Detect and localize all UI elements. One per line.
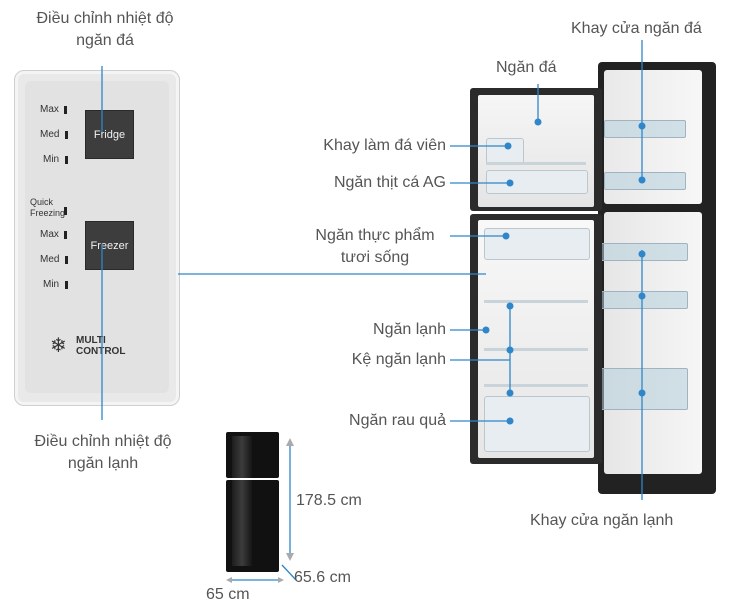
mini-fridge-reflection xyxy=(232,436,252,566)
freezer-button[interactable]: Freezer xyxy=(85,221,134,270)
panel-med-fridge-label: Med xyxy=(40,129,60,140)
indicator-quick-freezing xyxy=(64,207,67,215)
panel-control-label: CONTROL xyxy=(76,346,126,357)
fridge-shelf-3 xyxy=(484,384,588,387)
label-ag-meat-fish: Ngăn thịt cá AG xyxy=(333,174,446,191)
label-cooling-compartment: Ngăn lạnh xyxy=(373,321,446,338)
fridge-shelf-1 xyxy=(484,300,588,303)
panel-min-freezer-label: Min xyxy=(43,279,60,290)
ag-meat-fish-drawer xyxy=(486,170,588,194)
panel-multi-label: MULTI xyxy=(76,335,106,346)
fresh-food-drawer xyxy=(484,228,590,260)
callout-dots xyxy=(482,118,646,425)
label-freezer-control: Điều chỉnh nhiệt độ ngăn đá xyxy=(36,10,174,49)
dim-height-label: 178.5 cm xyxy=(296,492,362,509)
dim-depth-line xyxy=(281,564,297,581)
indicator-min-fridge xyxy=(65,156,68,164)
freezer-shelf xyxy=(486,162,586,165)
snowflake-icon: ❄ xyxy=(50,335,67,357)
freezer-door-bin-upper xyxy=(604,120,686,138)
indicator-min-freezer xyxy=(65,281,68,289)
fridge-button[interactable]: Fridge xyxy=(85,110,134,159)
label-fresh-food: Ngăn thực phẩm tươi sống xyxy=(315,227,435,266)
indicator-max-freezer xyxy=(64,231,67,239)
label-vegetable-drawer: Ngăn rau quả xyxy=(349,412,446,429)
label-fridge-shelf: Kệ ngăn lạnh xyxy=(351,351,446,368)
panel-max-fridge-label: Max xyxy=(40,104,59,115)
indicator-max-fridge xyxy=(64,106,67,114)
panel-med-freezer-label: Med xyxy=(40,254,60,265)
mini-fridge-bottom xyxy=(226,480,279,572)
vegetable-drawer xyxy=(484,396,590,452)
panel-quick-freezing-label: Quick Freezing xyxy=(30,197,66,218)
dim-depth-label: 65.6 cm xyxy=(294,569,351,586)
mini-fridge-top xyxy=(226,432,279,478)
label-freezer: Ngăn đá xyxy=(496,59,557,76)
label-fridge-control: Điều chỉnh nhiệt độ ngăn lạnh xyxy=(34,433,172,472)
label-ice-tray: Khay làm đá viên xyxy=(323,137,446,154)
label-freezer-door-tray: Khay cửa ngăn đá xyxy=(571,20,702,37)
panel-min-fridge-label: Min xyxy=(43,154,60,165)
dim-width-label: 65 cm xyxy=(206,586,250,603)
fridge-shelf-2 xyxy=(484,348,588,351)
label-fridge-door-tray: Khay cửa ngăn lạnh xyxy=(530,512,674,529)
indicator-med-fridge xyxy=(65,131,68,139)
panel-max-freezer-label: Max xyxy=(40,229,59,240)
indicator-med-freezer xyxy=(65,256,68,264)
fridge-door-bin-3 xyxy=(594,368,688,410)
